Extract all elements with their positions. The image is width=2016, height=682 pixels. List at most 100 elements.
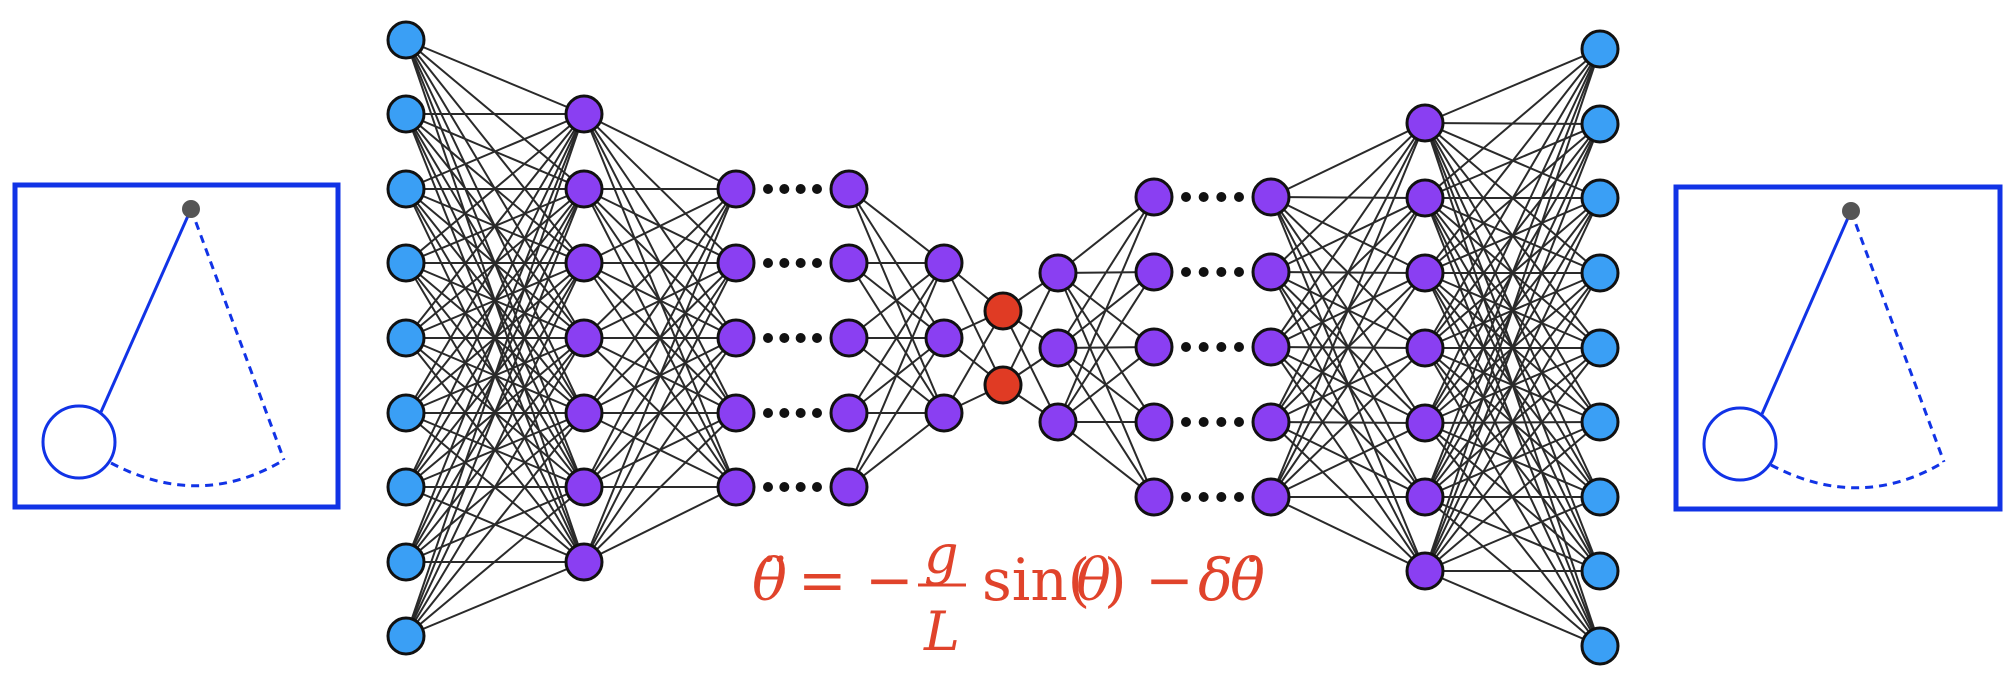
network-edge [405, 113, 585, 264]
hidden-node [1405, 551, 1445, 591]
hidden-node [829, 393, 869, 433]
equation-equals-minus: = − [798, 546, 914, 614]
hidden-node [1038, 328, 1078, 368]
ellipsis-dot [812, 408, 822, 418]
network-edge [1424, 48, 1601, 424]
ellipsis-dot [812, 333, 822, 343]
input-pendulum-frame [12, 182, 341, 510]
network-edge [583, 262, 737, 563]
ellipsis-dot [763, 408, 773, 418]
equation-lhs: θ̈ [752, 546, 787, 614]
network-edge [848, 337, 945, 488]
hidden-node [1134, 177, 1174, 217]
latent-node [983, 291, 1023, 331]
input-pendulum-swing-arc [110, 458, 285, 488]
network-edge [848, 262, 945, 414]
hidden-node [829, 169, 869, 209]
ellipsis-dot [1216, 492, 1227, 502]
ellipsis-dot [795, 333, 806, 343]
network-edge [1270, 122, 1426, 423]
hidden-node [924, 243, 964, 283]
network-edge [1424, 347, 1601, 572]
ellipsis-dot [779, 333, 790, 343]
ellipsis-dot [795, 482, 806, 492]
network-edge [1270, 272, 1426, 498]
network-edge [1270, 422, 1426, 498]
ellipsis-dot [1181, 342, 1191, 352]
ellipsis-dot [1181, 192, 1191, 202]
input-pendulum-panel [12, 182, 341, 510]
hidden-node [1251, 402, 1291, 442]
network-edge [405, 39, 585, 115]
network-edge [1424, 48, 1601, 274]
ellipsis-dot [1198, 342, 1209, 352]
ellipsis-dot [779, 184, 790, 194]
network-edge [1424, 272, 1601, 572]
hidden-node [1251, 252, 1291, 292]
network-edge [1424, 197, 1601, 572]
ellipsis-dot [1234, 267, 1244, 277]
output-pendulum-rod [1760, 210, 1853, 415]
ellipsis-dot [1234, 417, 1244, 427]
input-pendulum-pivot [182, 200, 200, 218]
ellipsis-dot [779, 408, 790, 418]
output-pendulum-bob [1702, 406, 1778, 482]
ellipsis-dot [1216, 342, 1227, 352]
network-edge [848, 262, 945, 339]
network-edge [405, 113, 585, 637]
network-edge [583, 412, 737, 563]
network-edge [1057, 196, 1155, 349]
output-node [1580, 253, 1620, 293]
ellipsis-dot [1216, 417, 1227, 427]
ellipsis-dot [1234, 192, 1244, 202]
hidden-node [564, 467, 604, 507]
network-edge [1270, 496, 1426, 572]
ellipsis-dot [795, 408, 806, 418]
hidden-node [1038, 253, 1078, 293]
ellipsis-dot [763, 258, 773, 268]
network-edge [848, 262, 945, 488]
network-edge [583, 188, 737, 488]
ellipsis-dots [763, 184, 1244, 502]
hidden-node [716, 467, 756, 507]
network-edge [1424, 421, 1601, 572]
input-node [386, 20, 426, 60]
ellipsis-dot [763, 482, 773, 492]
output-pendulum-frame [1673, 184, 2003, 512]
network-edge [1270, 122, 1426, 498]
network-edge [583, 486, 737, 563]
hidden-node [1038, 402, 1078, 442]
output-node [1580, 626, 1620, 666]
hidden-node [924, 393, 964, 433]
input-node [386, 169, 426, 209]
output-pendulum-swing-arc [1770, 460, 1945, 490]
ellipsis-dot [1181, 417, 1191, 427]
hidden-node [564, 243, 604, 283]
network-edge [583, 188, 737, 339]
input-node [386, 467, 426, 507]
ellipsis-dot [1216, 267, 1227, 277]
network-edge [1002, 272, 1059, 386]
output-node [1580, 328, 1620, 368]
ellipsis-dot [812, 258, 822, 268]
ellipsis-dot [1216, 192, 1227, 202]
network-edge [405, 113, 585, 339]
network-edge [405, 486, 585, 637]
hidden-node [1405, 103, 1445, 143]
hidden-node [1251, 477, 1291, 517]
hidden-node [1405, 253, 1445, 293]
ellipsis-dot [812, 184, 822, 194]
network-edge [583, 188, 737, 563]
hidden-node [829, 467, 869, 507]
network-edge [1270, 347, 1426, 498]
hidden-node [716, 243, 756, 283]
output-node [1580, 29, 1620, 69]
hidden-node [716, 393, 756, 433]
ellipsis-dot [1181, 492, 1191, 502]
ellipsis-dot [1234, 492, 1244, 502]
latent-node [983, 365, 1023, 405]
network-edge [943, 310, 1004, 414]
network-edge [1270, 122, 1426, 198]
hidden-node [1134, 477, 1174, 517]
